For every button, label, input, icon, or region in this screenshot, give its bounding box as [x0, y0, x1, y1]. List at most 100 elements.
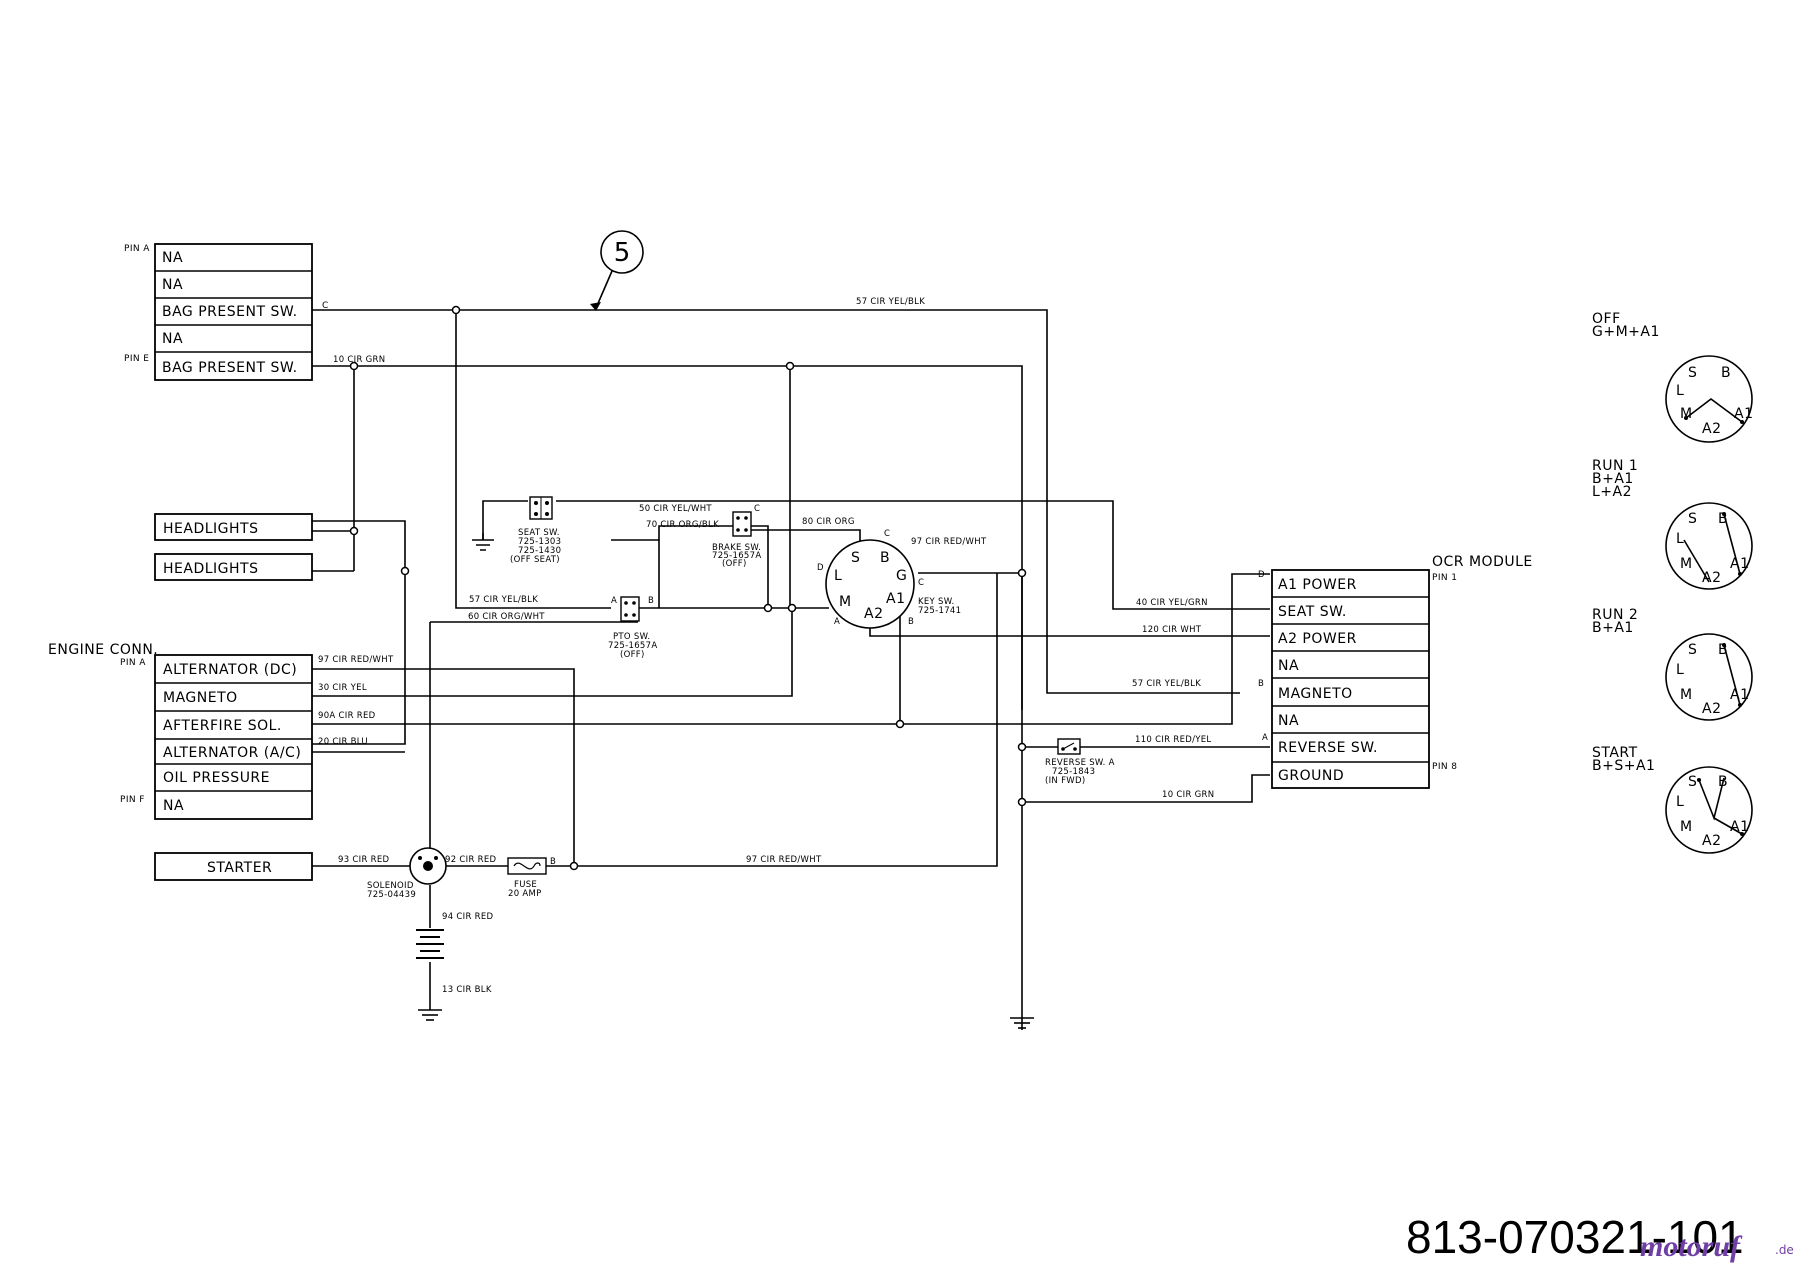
key-terminal: S	[1688, 642, 1697, 658]
fuse-label: FUSE	[514, 880, 537, 890]
ocr-pin-b: B	[1258, 679, 1264, 689]
key-terminal: L	[1676, 662, 1684, 678]
wires	[312, 309, 1270, 1030]
key-switch: S B L G M A1 A2 D C C A B KEY SW. 725-17…	[817, 529, 961, 629]
wire-label: 10 CIR GRN	[1162, 790, 1214, 800]
key-terminal: A1	[1730, 819, 1749, 835]
fuse-pin-b: B	[550, 857, 556, 867]
pto-sw-state: (OFF)	[620, 650, 645, 660]
key-dial-off: S B L M A1 A2	[1665, 355, 1753, 443]
starter: STARTER	[154, 852, 313, 881]
ocr-row: A2 POWER	[1278, 631, 1357, 647]
wire-label: 70 CIR ORG/BLK	[646, 520, 719, 530]
headlight-label: HEADLIGHTS	[163, 521, 258, 537]
ocr-row: A1 POWER	[1278, 577, 1357, 593]
wire-label: 93 CIR RED	[338, 855, 390, 865]
wire-labels: 57 CIR YEL/BLK 10 CIR GRN 50 CIR YEL/WHT…	[318, 297, 1214, 995]
pto-pin-a: A	[611, 596, 617, 606]
key-position-combo: L+A2	[1592, 484, 1632, 500]
ocr-row: SEAT SW.	[1278, 604, 1347, 620]
key-terminal: M	[1680, 406, 1693, 422]
ocr-pin-d: D	[1258, 570, 1265, 580]
connector-row: NA	[162, 250, 183, 266]
ocr-row: NA	[1278, 658, 1299, 674]
part-number: 813-070321-101	[1406, 1211, 1744, 1263]
brake-sw-part: 725-1657A	[712, 551, 761, 561]
seat-sw-state: (OFF SEAT)	[510, 555, 560, 565]
pin-f-label: PIN F	[120, 795, 145, 805]
key-terminal: B	[1718, 642, 1728, 658]
brake-pin-c: C	[754, 504, 760, 514]
headlights: HEADLIGHTS HEADLIGHTS	[154, 513, 313, 581]
key-terminal: A2	[1702, 421, 1721, 437]
key-terminal: A2	[1702, 701, 1721, 717]
key-terminal: A1	[1730, 556, 1749, 572]
key-position-combo: B+A1	[1592, 471, 1634, 487]
key-position-combo: B+A1	[1592, 620, 1634, 636]
engine-row: ALTERNATOR (A/C)	[163, 745, 301, 761]
top-connector: PIN A PIN E NA NA BAG PRESENT SW. NA BAG…	[124, 243, 329, 381]
headlight-label: HEADLIGHTS	[163, 561, 258, 577]
connector-row: BAG PRESENT SW.	[162, 360, 298, 376]
pin-a-label: PIN A	[124, 244, 150, 254]
connector-row: BAG PRESENT SW.	[162, 304, 298, 320]
ground-icon	[1010, 1017, 1034, 1029]
key-terminal: A1	[1730, 687, 1749, 703]
brake-sw-label: BRAKE SW.	[712, 543, 761, 553]
watermark-logo: motoruf	[1640, 1230, 1743, 1263]
wire-label: 90A CIR RED	[318, 711, 376, 721]
key-position-combo: G+M+A1	[1592, 324, 1660, 340]
junction-dots	[349, 305, 1027, 871]
key-terminal: M	[1680, 819, 1693, 835]
key-terminal: S	[1688, 511, 1697, 527]
key-terminal: A2	[864, 606, 883, 622]
wire-label: 110 CIR RED/YEL	[1135, 735, 1211, 745]
pto-sw-part: 725-1657A	[608, 641, 657, 651]
engine-row: OIL PRESSURE	[163, 770, 270, 786]
wire-label: 97 CIR RED/WHT	[318, 655, 394, 665]
pin-c-label: C	[322, 301, 329, 311]
engine-row: NA	[163, 798, 184, 814]
key-terminal: A2	[1702, 833, 1721, 849]
key-pin-c-right: C	[918, 578, 924, 588]
key-terminal: L	[1676, 531, 1684, 547]
ground-icon	[472, 539, 494, 551]
callout-number: 5	[614, 238, 631, 268]
fuse: B FUSE 20 AMP	[507, 857, 556, 899]
key-terminal: M	[1680, 687, 1693, 703]
engine-row: MAGNETO	[163, 690, 238, 706]
key-position-title: START	[1592, 745, 1638, 761]
wire-label: 13 CIR BLK	[442, 985, 492, 995]
starter-label: STARTER	[207, 860, 272, 876]
wire-label: 30 CIR YEL	[318, 683, 367, 693]
key-terminal: S	[1688, 774, 1697, 790]
key-position-legend: OFF G+M+A1 RUN 1 B+A1 L+A2 RUN 2 B+A1 ST…	[1592, 311, 1660, 774]
reverse-sw-part: 725-1843	[1052, 767, 1095, 777]
key-position-title: RUN 1	[1592, 458, 1638, 474]
key-terminal: M	[839, 594, 852, 610]
engine-row: ALTERNATOR (DC)	[163, 662, 297, 678]
brake-switch: C BRAKE SW. 725-1657A (OFF)	[712, 504, 761, 569]
engine-row: AFTERFIRE SOL.	[163, 718, 282, 734]
pto-switch: A B PTO SW. 725-1657A (OFF)	[608, 596, 657, 660]
seat-sw-part: 725-1430	[518, 546, 561, 556]
solenoid-part: 725-04439	[367, 890, 416, 900]
wire-label: 60 CIR ORG/WHT	[468, 612, 545, 622]
ocr-title: OCR MODULE	[1432, 554, 1533, 570]
key-pin-b: B	[908, 617, 914, 627]
ocr-pin-letters: D B A	[1258, 570, 1268, 743]
engine-conn-title: ENGINE CONN.	[48, 642, 158, 658]
key-terminal: L	[1676, 383, 1684, 399]
wire-label: 20 CIR BLU	[318, 737, 368, 747]
ocr-row: GROUND	[1278, 768, 1344, 784]
battery-icon	[416, 929, 444, 959]
wire-label: 40 CIR YEL/GRN	[1136, 598, 1208, 608]
key-dial-start: S B L M A1 A2	[1665, 766, 1753, 854]
wire-label: 94 CIR RED	[442, 912, 494, 922]
pin-a-label: PIN A	[120, 658, 146, 668]
pto-pin-b: B	[648, 596, 654, 606]
wire-label: 80 CIR ORG	[802, 517, 855, 527]
connector-row: NA	[162, 277, 183, 293]
engine-connector: ENGINE CONN. PIN A PIN F ALTERNATOR (DC)…	[48, 642, 313, 820]
key-position-title: OFF	[1592, 311, 1621, 327]
